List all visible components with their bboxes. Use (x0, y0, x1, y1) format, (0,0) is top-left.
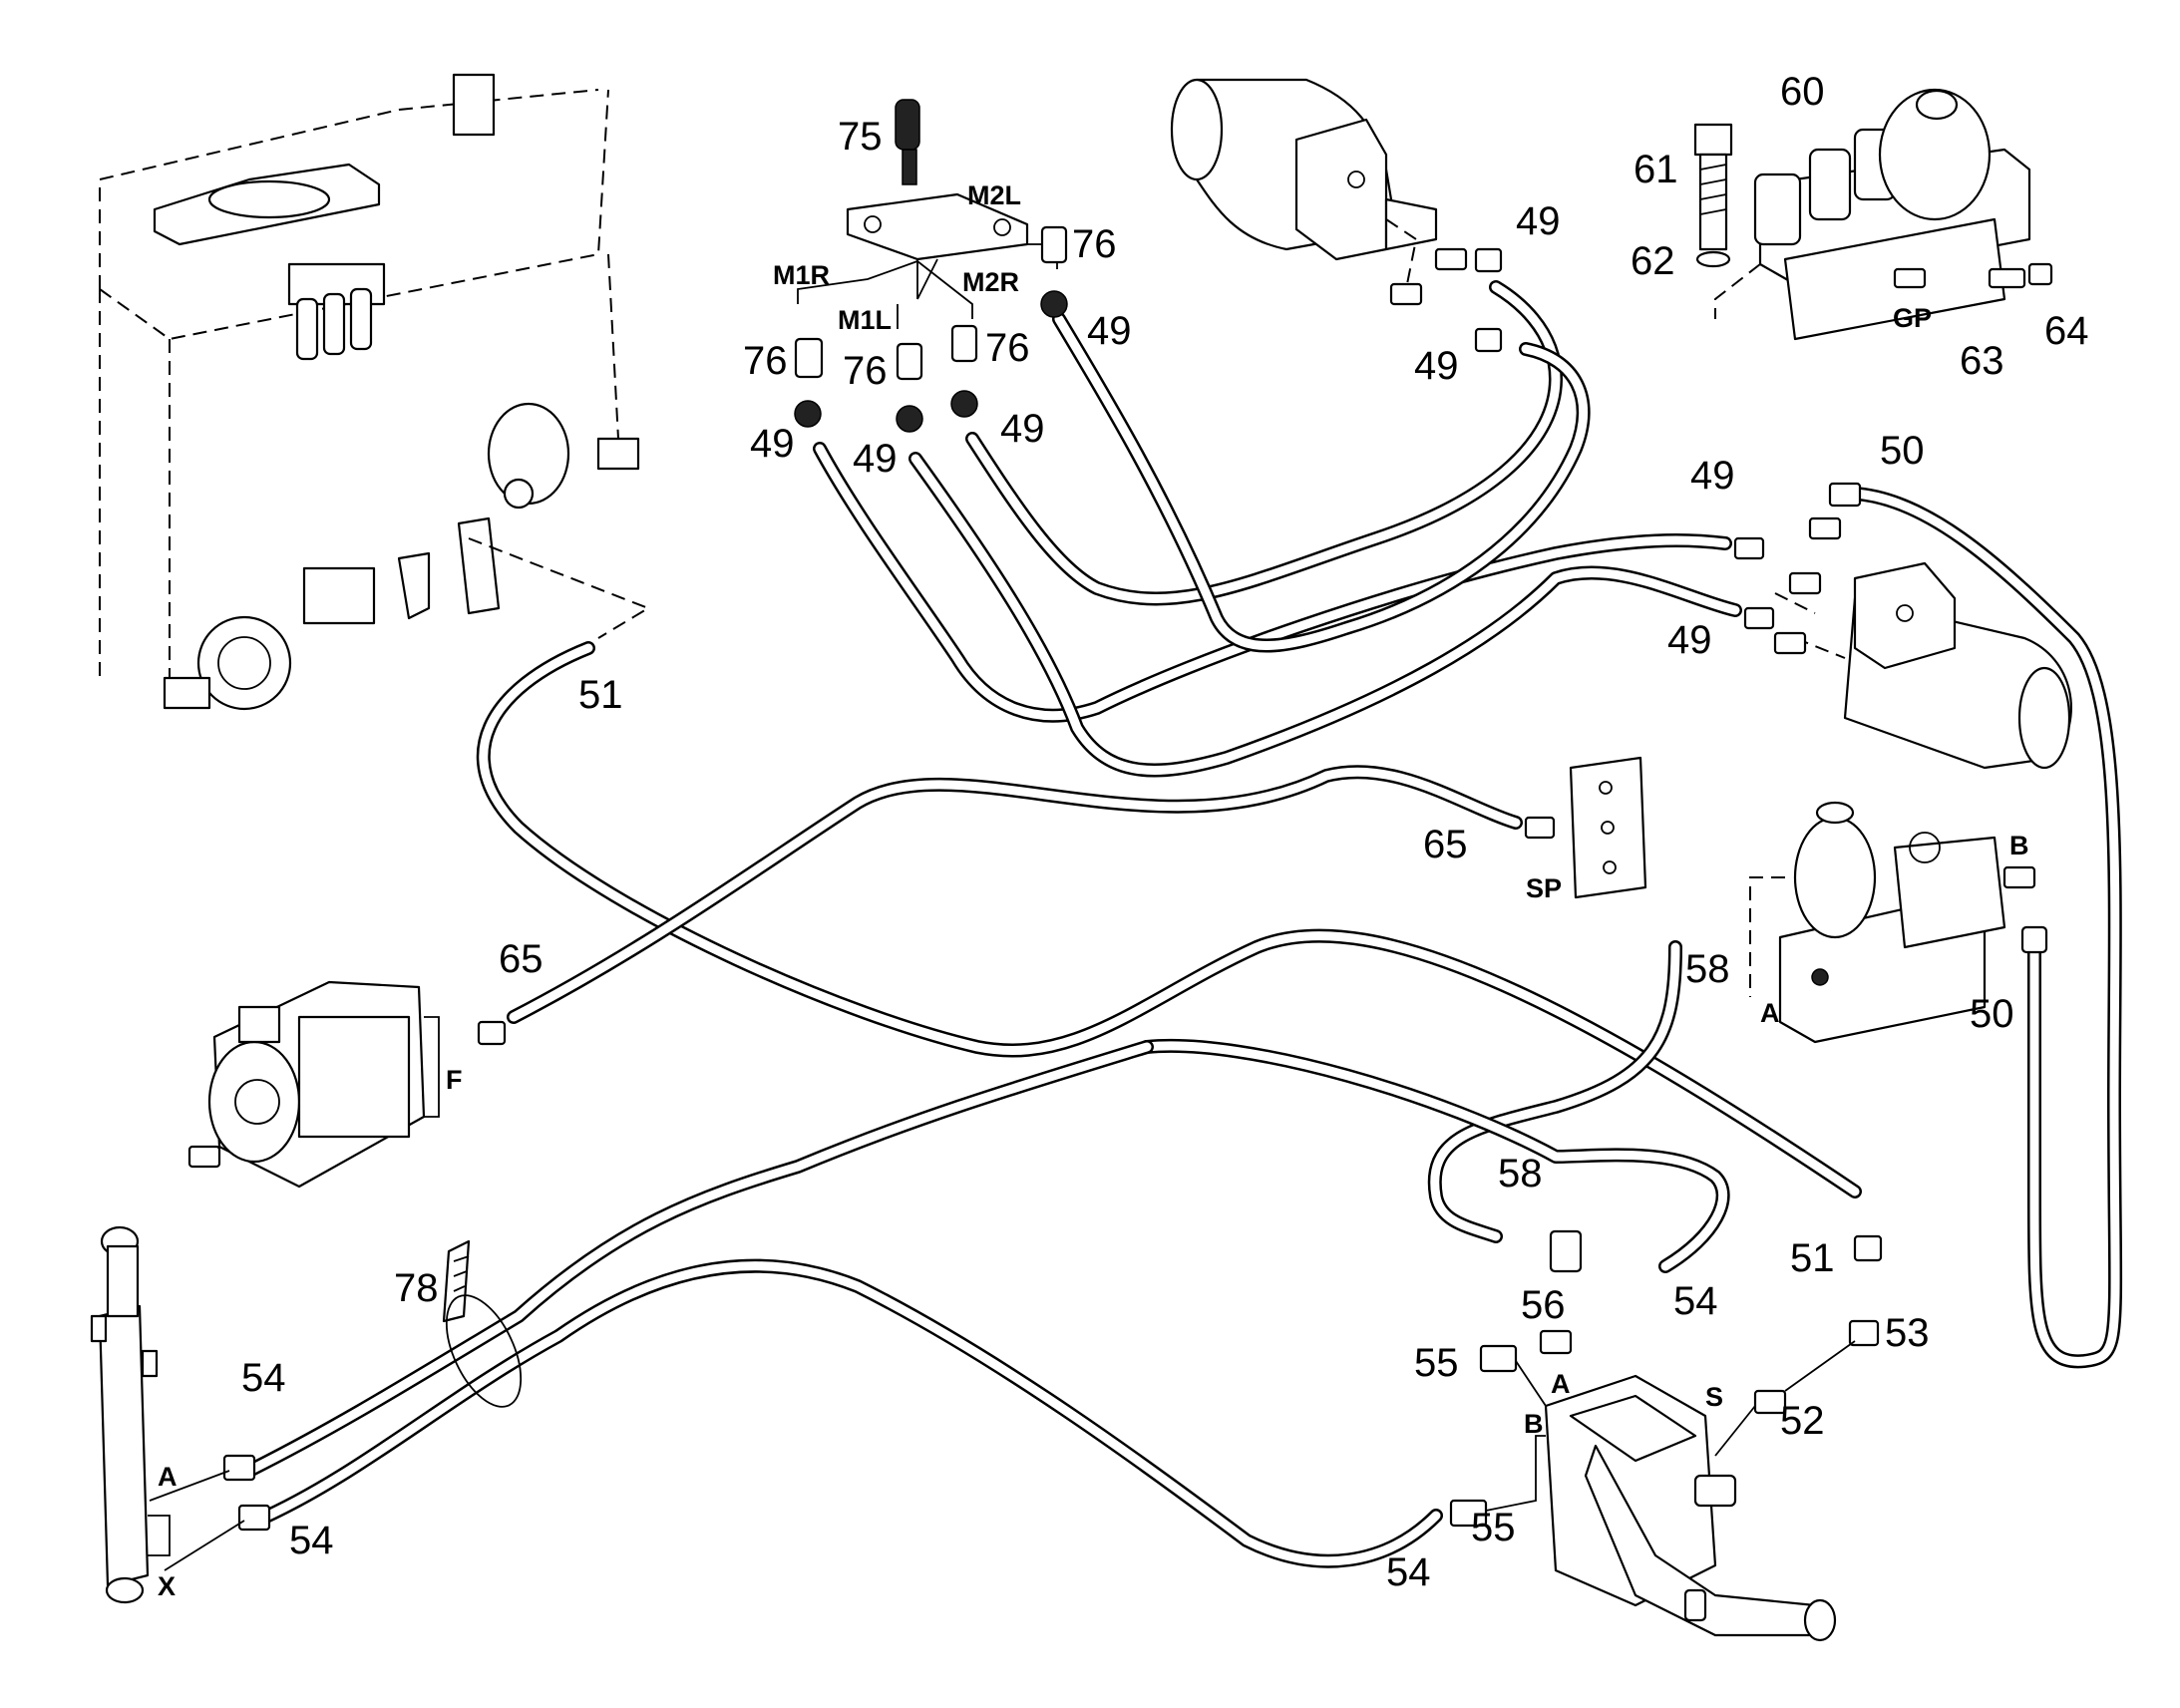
callout-65-a: 65 (1423, 823, 1468, 866)
callout-49-h: 49 (1667, 618, 1712, 662)
callout-76-c: 76 (843, 349, 888, 393)
port-b-valve: B (1524, 1409, 1544, 1439)
port-gp: GP (1893, 303, 1932, 333)
callouts: 75 76 76 76 76 49 49 49 49 49 49 49 49 5… (241, 70, 2089, 1594)
cable-tie-icon (442, 1239, 523, 1408)
hose-49-m1r (813, 442, 1732, 723)
hose-54-cyl-x (250, 1258, 1443, 1568)
port-f: F (446, 1065, 463, 1095)
hose-65 (507, 765, 1523, 1024)
fittings-76 (794, 225, 1068, 433)
callout-49-a: 49 (1087, 309, 1132, 353)
callout-53: 53 (1885, 1311, 1930, 1355)
steering-cylinder-upper-icon (1170, 78, 1438, 290)
callout-56: 56 (1521, 1283, 1566, 1327)
hoses (242, 280, 2123, 1568)
hose-58 (1427, 940, 1682, 1243)
manifold-plate-icon (797, 99, 1058, 329)
callout-50-b: 50 (1970, 992, 2014, 1036)
port-m2r: M2R (962, 267, 1019, 297)
hose-54-upper (1140, 1038, 1730, 1273)
callout-76-a: 76 (1072, 222, 1117, 266)
priority-valve-block-icon (1714, 88, 2053, 341)
callout-50-a: 50 (1880, 429, 1925, 473)
port-a-accumulator: A (1760, 998, 1780, 1028)
callout-52: 52 (1780, 1399, 1825, 1443)
hose-49-m1l (908, 452, 1742, 778)
callout-49-f: 49 (1414, 344, 1459, 388)
hose-51 (476, 641, 1862, 1198)
callout-65-b: 65 (499, 937, 544, 981)
bolt-icon (1693, 123, 1733, 251)
callout-51-a: 51 (578, 673, 623, 717)
callout-78: 78 (394, 1266, 439, 1310)
accumulator-valve-icon (1749, 801, 2048, 1044)
control-valve-icon (1449, 1229, 1883, 1642)
port-m2l: M2L (967, 180, 1021, 210)
callout-49-e: 49 (1516, 199, 1561, 243)
callout-54-a: 54 (241, 1356, 286, 1400)
callout-54-b: 54 (289, 1519, 334, 1562)
linear-cylinder-icon (90, 1225, 271, 1604)
hose-49-m2l (1052, 312, 1591, 653)
callout-58-b: 58 (1498, 1152, 1543, 1196)
callout-58-a: 58 (1685, 947, 1730, 991)
callout-64: 64 (2044, 309, 2089, 353)
callout-54-d: 54 (1673, 1279, 1718, 1323)
callout-63: 63 (1960, 339, 2004, 383)
callout-61: 61 (1634, 148, 1678, 191)
port-labels: M2L M1R M1L M2R GP SP F A B A X A B S (158, 180, 2029, 1601)
port-m1r: M1R (773, 260, 830, 290)
callout-49-d: 49 (1000, 407, 1045, 451)
port-s-valve: S (1705, 1382, 1723, 1412)
port-m1l: M1L (838, 305, 892, 335)
hose-54-cyl-a (242, 1040, 1154, 1478)
callout-60: 60 (1780, 70, 1825, 114)
distribution-block-icon (1524, 756, 1647, 899)
callout-76-d: 76 (985, 326, 1030, 370)
port-a-cylinder: A (158, 1462, 178, 1492)
hose-50 (1848, 487, 2123, 1369)
port-sp: SP (1526, 873, 1562, 903)
callout-51-b: 51 (1790, 1236, 1835, 1280)
callout-49-b: 49 (750, 422, 795, 466)
callout-54-c: 54 (1386, 1550, 1431, 1594)
hydraulic-pump-icon (187, 980, 507, 1189)
callout-75: 75 (838, 115, 883, 159)
callout-76-b: 76 (743, 339, 788, 383)
port-x-cylinder: X (158, 1571, 176, 1601)
port-b-accumulator: B (2009, 831, 2029, 860)
fittings-49-right (1389, 247, 1862, 655)
steering-cylinder-right-icon (1774, 561, 2072, 770)
port-a-valve: A (1551, 1369, 1571, 1399)
callout-62: 62 (1631, 239, 1675, 283)
callout-55-a: 55 (1414, 1341, 1459, 1385)
hydraulic-tank-icon (99, 73, 651, 711)
callout-55-b: 55 (1471, 1506, 1516, 1549)
callout-49-c: 49 (853, 437, 898, 481)
callout-49-g: 49 (1690, 454, 1735, 498)
washer-icon (1695, 250, 1731, 268)
